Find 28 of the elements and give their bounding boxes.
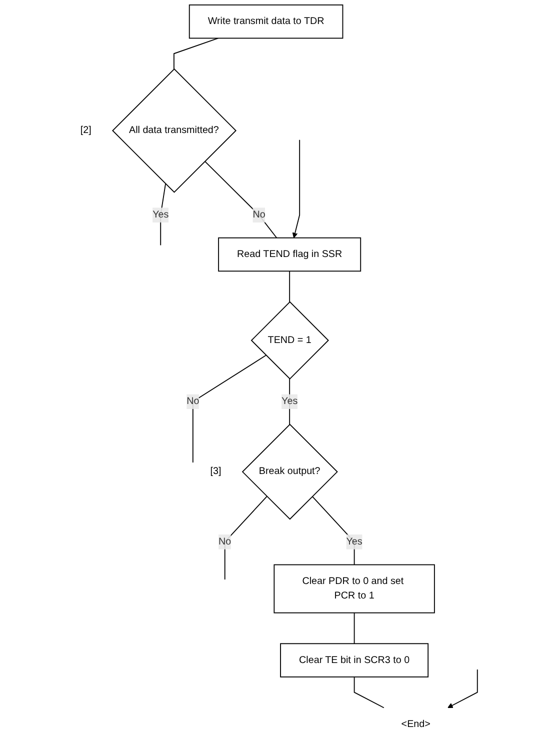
step-number: [2] [80,125,92,136]
decision-diamond: All data transmitted? [112,68,237,193]
edge-label: No [252,208,266,222]
connector-line [354,676,384,708]
arrow [292,139,300,238]
connector-line [289,378,290,425]
process-box: Write transmit data to TDR [189,4,344,39]
terminal-text: <End> [401,718,430,730]
edge-label: Yes [152,208,169,222]
step-number: [3] [210,466,222,477]
process-box: Clear PDR to 0 and set PCR to 1 [274,564,435,614]
connector-line [204,160,278,238]
connector-line [192,354,267,464]
edge-label: No [218,534,232,550]
edge-label: Yes [346,534,362,550]
process-box: Read TEND flag in SSR [218,237,362,272]
decision-diamond: Break output? [242,424,338,520]
connector-line [174,38,219,70]
connector-line [354,612,355,644]
connector-line [289,270,290,302]
arrow [448,669,478,708]
connector-line [224,496,268,580]
decision-diamond: TEND = 1 [250,301,330,380]
connector-line [160,183,166,246]
edge-label: No [186,394,200,410]
edge-label: Yes [282,394,298,410]
process-box: Clear TE bit in SCR3 to 0 [280,643,429,678]
connector-line [312,496,355,566]
